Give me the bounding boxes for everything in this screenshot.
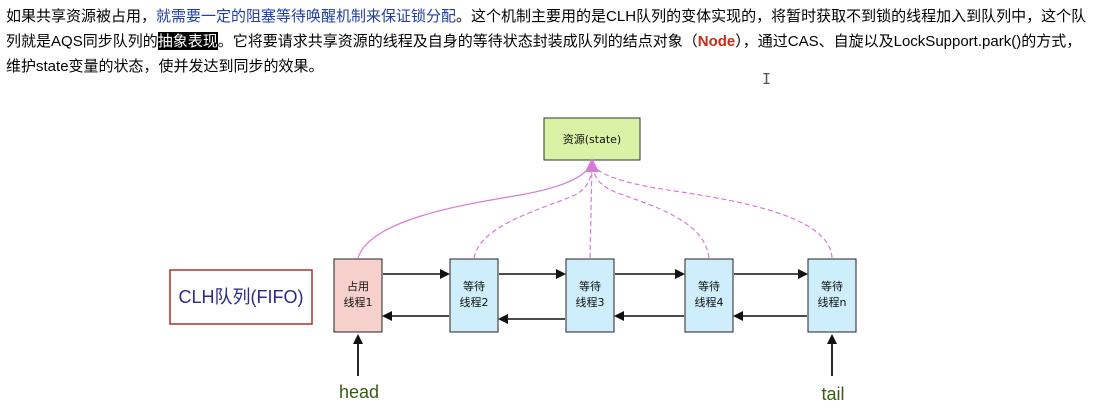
node-4-state: 等待 [698,279,720,293]
pink-arrowhead-icon [585,158,599,172]
curve-occupied-to-resource [357,162,593,259]
node-2-state: 等待 [463,279,485,293]
node-n-state: 等待 [821,279,843,293]
highlighted-selection-text: 抽象表现 [157,32,218,50]
node-4-thread: 线程4 [695,295,724,309]
head-label: head [339,382,379,402]
node-1-state: 占用 [347,279,369,293]
text-segment: 。这个机制主要用的是 [456,7,607,25]
tail-label: tail [821,384,844,404]
resource-link-curves [357,162,833,259]
queue-node-2: 等待 线程2 [449,258,499,333]
text-segment: LockSupport.park() [893,33,1022,50]
text-segment: 如果共享资源被占用， [6,7,157,25]
node-n-thread: 线程n [818,295,847,309]
text-segment: 队列的变体实现的，将暂时获取不到锁的线程加入到队列中，这个队列就是 [6,7,1087,50]
text-segment: CAS [787,33,819,50]
clh-queue-label: CLH队列(FIFO) [179,287,304,307]
node-3-state: 等待 [579,279,601,293]
queue-node-1: 占用 线程1 [333,258,383,333]
curve-thread2-to-resource [473,162,593,259]
queue-node-4: 等待 线程4 [684,258,734,333]
text-segment: 、自旋以及 [818,32,894,50]
text-segment: 的方式，维护 [6,32,1082,75]
description-paragraph: 如果共享资源被占用，就需要一定的阻塞等待唤醒机制来保证锁分配。这个机制主要用的是… [6,4,1096,79]
text-segment: state [36,58,69,75]
curve-threadn-to-resource [591,162,833,259]
text-segment: 。它将要请求共享资源的线程及自身的等待状态封装成队列的结点对象（ [217,32,698,50]
node-keyword-text: Node [697,33,736,50]
node-2-thread: 线程2 [460,295,489,309]
text-segment: CLH [606,8,637,25]
node-1-thread: 线程1 [344,295,373,309]
text-segment: 变量的状态，使并发达到同步的效果。 [68,57,324,75]
text-cursor-icon: I [762,70,772,88]
queue-node-n: 等待 线程n [807,258,857,333]
resource-state-label: 资源(state) [563,132,621,146]
link-arrows [382,269,808,324]
queue-node-3: 等待 线程3 [565,258,615,333]
curve-thread4-to-resource [591,162,710,259]
text-segment: AQS [51,33,83,50]
clh-queue-label-box: CLH队列(FIFO) [169,269,313,325]
text-segment: ），通过 [735,32,788,50]
text-segment: 同步队列的 [82,32,158,50]
blue-emphasis-text: 就需要一定的阻塞等待唤醒机制来保证锁分配 [156,7,457,25]
node-3-thread: 线程3 [576,295,605,309]
resource-state-box: 资源(state) [543,117,641,161]
